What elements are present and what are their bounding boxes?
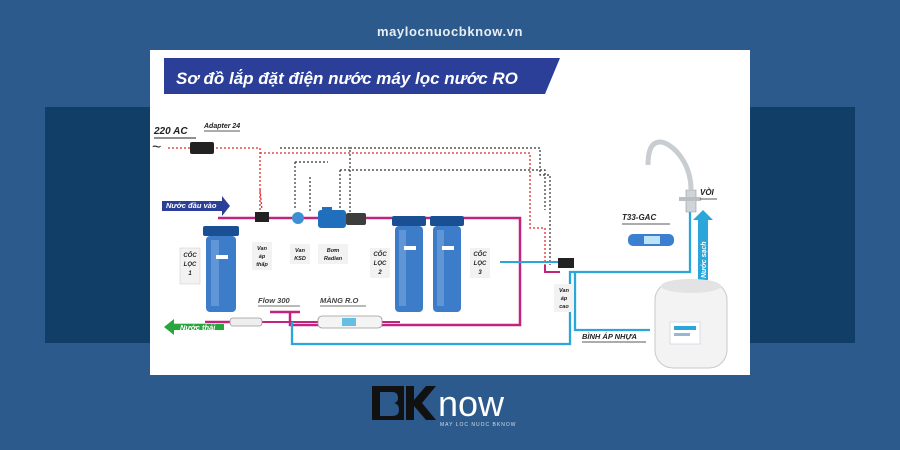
filter2-label: CỐC LỌC 2 [370,248,390,278]
filter-housing-1 [203,226,239,312]
booster-pump [318,207,366,228]
water-in-label: Nước đầu vào [166,201,217,210]
flow-restrictor [229,317,263,327]
power-label: 220 AC [153,126,188,137]
tank-pipe [573,272,650,332]
filter3-label: CỐC LỌC 3 [470,248,490,278]
t33-sticker [644,236,660,244]
svg-text:CỐC: CỐC [183,252,197,259]
site-url: maylocnuocbknow.vn [376,24,524,39]
low-pressure-valve-label: Van áp thấp [252,242,272,270]
t33-label: T33-GAC [622,213,656,222]
svg-text:Radian: Radian [324,256,343,262]
membrane-label: MÀNG R.O [320,296,358,305]
waste-water-label: Nước thải [180,323,216,332]
faucet-label: VÒI [700,188,715,197]
filter-housing-2 [392,216,426,312]
ksd-valve [292,212,304,224]
adapter-label: Adapter 24 [203,123,240,130]
svg-text:LỌC: LỌC [474,261,487,267]
svg-text:Bơm: Bơm [327,248,340,254]
svg-text:CỐC: CỐC [373,251,387,258]
pump-label: Bơm Radian [318,244,348,264]
clean-water-label: Nước sạch [701,241,708,278]
clean-water-arrow [693,210,713,280]
ksd-valve-label: Van KSD [290,244,310,264]
filter-housing-3 [430,216,464,312]
tank-label: BÌNH ÁP NHỰA [582,332,637,341]
ro-installation-diagram: Sơ đồ lắp đặt điện nước máy lọc nước RO … [152,58,728,369]
bknow-logo: now MAY LOC NUOC BKNOW [368,382,533,432]
svg-text:3: 3 [478,270,482,276]
svg-text:1: 1 [188,271,192,277]
filter1-label: CỐC LỌC 1 [179,247,201,285]
svg-text:LỌC: LỌC [184,262,197,268]
svg-text:KSD: KSD [294,256,306,262]
ac-symbol: ~ [152,139,161,156]
logo-tagline: MAY LOC NUOC BKNOW [440,422,516,428]
logo-k-mark [406,386,436,420]
water-in-arrow [162,196,230,216]
svg-text:Van: Van [559,288,570,294]
svg-text:thấp: thấp [256,261,268,268]
control-wiring [280,147,551,265]
high-pressure-valve-label: Van áp cao [554,284,574,312]
svg-text:áp: áp [561,296,568,302]
bknow-logo-mark: now MAY LOC NUOC BKNOW [372,383,516,428]
svg-text:2: 2 [377,270,382,276]
diagram-title: Sơ đồ lắp đặt điện nước máy lọc nước RO [176,69,518,88]
diagram-canvas: Sơ đồ lắp đặt điện nước máy lọc nước RO … [150,50,750,375]
svg-text:Van: Van [257,246,268,252]
low-pressure-valve [255,212,269,222]
svg-text:áp: áp [259,254,266,260]
logo-wordmark: now [438,383,505,424]
pressure-tank [654,279,728,369]
membrane-label-sticker [342,318,356,326]
flow-label: Flow 300 [258,296,291,305]
svg-text:Van: Van [295,248,306,254]
svg-text:cao: cao [559,304,569,310]
pipe-segment [544,265,560,273]
adapter-icon [190,142,214,154]
high-pressure-valve [558,258,574,268]
power-wiring [168,147,546,265]
title-banner [164,58,560,94]
faucet [645,139,701,213]
svg-text:CỐC: CỐC [473,251,487,258]
waste-water-arrow [164,319,224,335]
svg-text:LỌC: LỌC [374,261,387,267]
